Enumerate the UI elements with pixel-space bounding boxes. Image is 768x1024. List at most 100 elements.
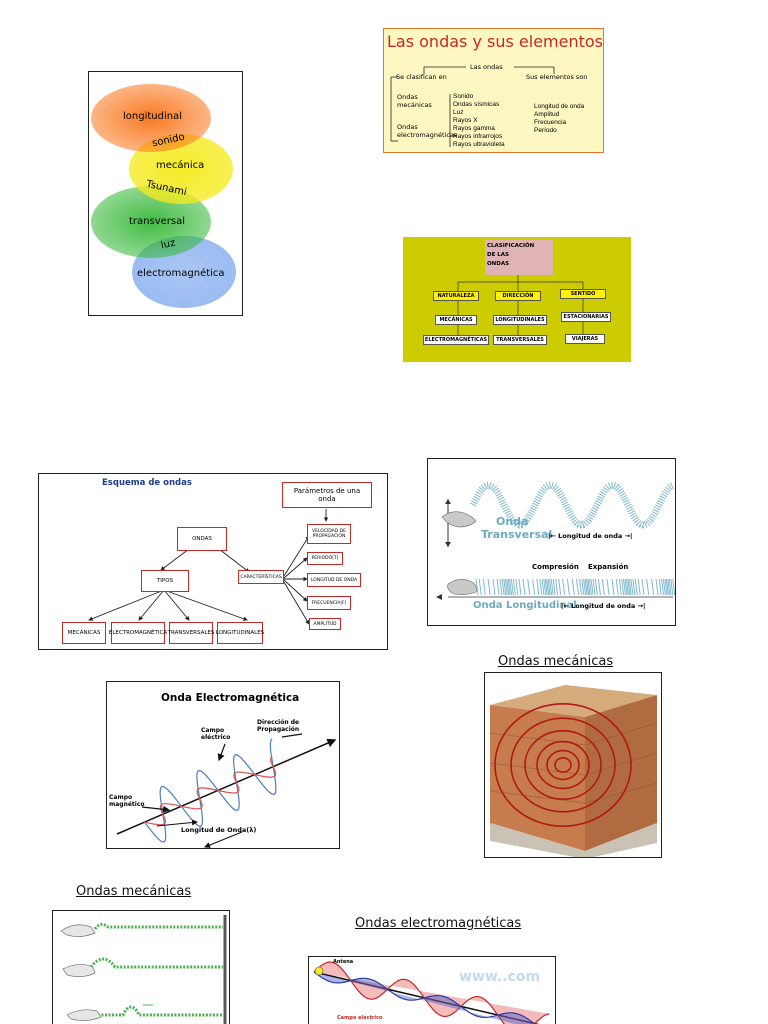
longitud-l: |← Longitud de onda →| xyxy=(561,602,646,610)
esquema-title: Esquema de ondas xyxy=(102,478,192,488)
spring-coil xyxy=(478,578,482,596)
em-direccion: Dirección de Propagación xyxy=(257,719,300,733)
seismic-ring xyxy=(536,740,590,790)
spring-coil xyxy=(475,578,479,596)
spring-coil xyxy=(581,578,585,596)
spring-coil xyxy=(547,578,551,596)
spring-coil xyxy=(566,578,570,596)
trans-long-panel: Onda Transversal |← Longitud de onda →| … xyxy=(427,458,676,626)
element-item: Amplitud xyxy=(534,111,560,118)
spring-coil xyxy=(558,578,562,596)
esquema-tipo-item: LONGITUDINALES xyxy=(216,622,264,644)
em-bottom-svg xyxy=(313,961,550,1024)
esquema-arrows xyxy=(88,509,329,625)
spring-coil xyxy=(562,578,566,596)
venn-mecanica: mecánica xyxy=(156,160,205,171)
seismic-panel xyxy=(484,672,662,858)
element-item: Longitud de onda xyxy=(534,103,585,110)
spring-coil xyxy=(586,578,590,596)
venn-longitudinal: longitudinal xyxy=(123,111,182,122)
spring-coil xyxy=(597,578,601,596)
spring-coil xyxy=(651,578,655,596)
elementos-panel: Las ondas y sus elementos Las ondas Se c… xyxy=(383,28,604,153)
mech-string-svg xyxy=(60,915,227,1024)
clasificacion-transversales: TRANSVERSALES xyxy=(493,335,547,345)
spring-coil xyxy=(487,578,491,596)
venn-diagram-panel: longitudinal sonido mecánica Tsunami tra… xyxy=(88,71,243,316)
magnetic-wave-blue xyxy=(313,971,536,1024)
spring-coil xyxy=(625,578,629,596)
spring-coil xyxy=(549,578,553,596)
compresion: Compresión xyxy=(532,563,579,571)
caption-ondas-electromagneticas: Ondas electromagnéticas xyxy=(355,916,522,931)
spring-coil xyxy=(590,578,594,596)
venn-electromagnetica: electromagnética xyxy=(137,268,225,279)
caption-ondas-mecanicas-left: Ondas mecánicas xyxy=(76,884,192,899)
spring-coil xyxy=(543,578,547,596)
spring-coil xyxy=(522,578,526,596)
venn-transversal: transversal xyxy=(129,216,186,227)
esquema-tipos: TIPOS xyxy=(141,570,189,592)
spring-coil xyxy=(665,578,669,596)
spring-coil xyxy=(539,578,543,596)
elementos-right-branch: Sus elementos son xyxy=(526,73,588,81)
spring-coil xyxy=(632,578,636,596)
spring-coil xyxy=(552,578,556,596)
em-campo-e: Campo eléctrico xyxy=(201,727,231,741)
spring-coil xyxy=(588,578,592,596)
onda-transversal-1: Onda xyxy=(496,515,529,528)
orange-ellipse xyxy=(91,84,211,152)
venn-svg xyxy=(91,84,236,308)
element-item: Período xyxy=(534,127,557,134)
esquema-ondas: ONDAS xyxy=(177,527,227,551)
seismic-ring xyxy=(494,702,632,828)
spring-coil xyxy=(627,578,631,596)
elementos-mecanicas: Ondas mecánicas xyxy=(397,93,432,109)
clasificacion-viajeras: VIAJERAS xyxy=(565,334,605,344)
em-bottom-panel: Antena www..com Campo eléctrico xyxy=(308,956,556,1024)
esquema-tipo-item: MECÁNICAS xyxy=(62,622,106,644)
clasificacion-title-box: CLASIFICACIÓN DE LAS ONDAS xyxy=(485,240,553,275)
onda-longitudinal: Onda Longitudinal xyxy=(473,600,577,611)
spring-coil xyxy=(621,578,625,596)
elementos-mec-list: Sonido Ondas sísmicas xyxy=(453,93,499,109)
spring-coil xyxy=(544,578,548,596)
electric-wave-red xyxy=(313,961,550,1024)
spring-coil xyxy=(499,578,503,596)
elementos-left-branch: Se clasifican en xyxy=(396,73,447,81)
clasificacion-estacionarias: ESTACIONARIAS xyxy=(561,312,611,322)
clasificacion-longitudinales: LONGITUDINALES xyxy=(493,315,547,325)
spring-coil xyxy=(546,578,550,596)
clasificacion-title-line: CLASIFICACIÓN xyxy=(487,243,535,249)
clasificacion-electro: ELECTROMAGNÉTICAS xyxy=(423,335,489,345)
spring-coil xyxy=(667,578,671,596)
spring-coil xyxy=(510,578,514,596)
spring-coil xyxy=(501,578,505,596)
spring-coil xyxy=(507,578,511,596)
spring-coil xyxy=(637,578,641,596)
spring-coil xyxy=(661,578,665,596)
param-box: Parámetros de una onda xyxy=(282,482,372,508)
em-panel: Onda Electromagnética Campo eléctrico Di… xyxy=(106,681,340,849)
elementos-elements-list: Longitud de onda Amplitud Frecuencia Per… xyxy=(534,103,584,135)
clasificacion-title-line: DE LAS xyxy=(487,252,509,258)
em-item: Rayos infrarrojos xyxy=(453,133,503,140)
spring-coil xyxy=(504,578,508,596)
spring-coil xyxy=(515,578,519,596)
em-longitud: Longitud de Onda(λ) xyxy=(181,826,257,834)
spring-coil xyxy=(550,578,554,596)
spring-coil xyxy=(509,578,513,596)
elementos-title: Las ondas y sus elementos xyxy=(387,32,604,51)
spring-coil xyxy=(571,578,575,596)
spring-coil xyxy=(518,578,522,596)
esquema-car-item: LONGITUD DE ONDA xyxy=(307,573,361,587)
seismic-ring xyxy=(554,757,572,774)
spring-coil xyxy=(601,578,605,596)
spring-coil xyxy=(662,578,666,596)
elementos-root: Las ondas xyxy=(470,63,503,71)
spring-coil xyxy=(584,578,588,596)
spring-coil xyxy=(496,578,500,596)
spring-coil xyxy=(634,578,638,596)
spring-coil xyxy=(541,578,545,596)
spring-coil xyxy=(536,578,540,596)
